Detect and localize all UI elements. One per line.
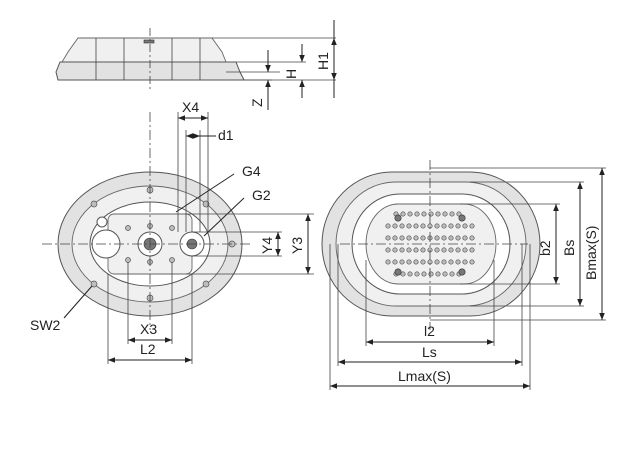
suction-hole <box>435 271 441 277</box>
bottom-view: b2 Bs Bmax(S) l2 Ls Lmax(S) <box>321 160 606 390</box>
suction-hole <box>420 259 426 265</box>
label-H1: H1 <box>315 52 331 70</box>
suction-hole <box>449 271 455 277</box>
suction-hole <box>434 235 440 241</box>
suction-hole <box>441 259 447 265</box>
suction-hole <box>407 211 413 217</box>
suction-holes <box>385 211 475 277</box>
suction-hole <box>455 259 461 265</box>
front-view: X4 d1 G4 G2 Y4 Y3 SW2 X3 L2 <box>30 99 314 364</box>
label-l2: l2 <box>424 323 435 339</box>
label-SW2: SW2 <box>30 317 61 333</box>
suction-hole <box>434 223 440 229</box>
suction-hole <box>462 223 468 229</box>
suction-hole <box>455 223 461 229</box>
suction-hole <box>469 223 475 229</box>
suction-hole <box>414 211 420 217</box>
mounting-hole <box>458 268 466 276</box>
suction-hole <box>399 235 405 241</box>
suction-hole <box>385 259 391 265</box>
suction-hole <box>421 211 427 217</box>
suction-hole <box>399 247 405 253</box>
suction-hole <box>392 223 398 229</box>
label-Lmax: Lmax(S) <box>398 368 451 384</box>
label-X4: X4 <box>182 99 199 115</box>
suction-hole <box>413 247 419 253</box>
suction-hole <box>448 259 454 265</box>
label-Z: Z <box>249 98 265 107</box>
label-Bs: Bs <box>561 240 577 256</box>
label-b2: b2 <box>537 240 553 256</box>
suction-hole <box>406 247 412 253</box>
label-Bmax: Bmax(S) <box>583 226 599 280</box>
suction-hole <box>469 235 475 241</box>
suction-hole <box>448 247 454 253</box>
suction-hole <box>413 235 419 241</box>
suction-hole <box>385 223 391 229</box>
suction-hole <box>420 235 426 241</box>
suction-hole <box>442 271 448 277</box>
label-Y4: Y4 <box>259 237 275 254</box>
suction-hole <box>413 223 419 229</box>
label-Y3: Y3 <box>289 237 305 254</box>
suction-hole <box>435 211 441 217</box>
label-X3: X3 <box>140 321 157 337</box>
label-d1: d1 <box>218 127 234 143</box>
suction-hole <box>392 247 398 253</box>
suction-hole <box>385 247 391 253</box>
mounting-hole <box>394 268 402 276</box>
suction-hole <box>462 259 468 265</box>
suction-hole <box>455 247 461 253</box>
suction-hole <box>469 259 475 265</box>
suction-hole <box>434 247 440 253</box>
suction-hole <box>399 259 405 265</box>
suction-hole <box>428 271 434 277</box>
suction-hole <box>421 271 427 277</box>
suction-hole <box>441 223 447 229</box>
suction-hole <box>385 235 391 241</box>
side-view: H1 H Z <box>55 20 337 110</box>
suction-hole <box>420 223 426 229</box>
suction-hole <box>462 235 468 241</box>
suction-hole <box>392 259 398 265</box>
suction-hole <box>400 211 406 217</box>
label-G4: G4 <box>242 163 261 179</box>
suction-hole <box>413 259 419 265</box>
label-L2: L2 <box>140 341 156 357</box>
suction-hole <box>392 235 398 241</box>
suction-hole <box>462 247 468 253</box>
suction-hole <box>414 271 420 277</box>
mounting-hole <box>394 214 402 222</box>
suction-hole <box>441 247 447 253</box>
suction-hole <box>428 211 434 217</box>
suction-hole <box>469 247 475 253</box>
mounting-hole <box>458 214 466 222</box>
suction-hole <box>406 223 412 229</box>
label-G2: G2 <box>252 187 271 203</box>
suction-hole <box>448 223 454 229</box>
suction-hole <box>442 211 448 217</box>
suction-hole <box>406 259 412 265</box>
label-H: H <box>283 69 299 79</box>
suction-hole <box>407 271 413 277</box>
suction-hole <box>420 247 426 253</box>
suction-hole <box>434 259 440 265</box>
suction-hole <box>449 211 455 217</box>
suction-hole <box>399 223 405 229</box>
label-Ls: Ls <box>422 344 437 360</box>
suction-hole <box>406 235 412 241</box>
suction-hole <box>448 235 454 241</box>
suction-hole <box>455 235 461 241</box>
suction-hole <box>441 235 447 241</box>
